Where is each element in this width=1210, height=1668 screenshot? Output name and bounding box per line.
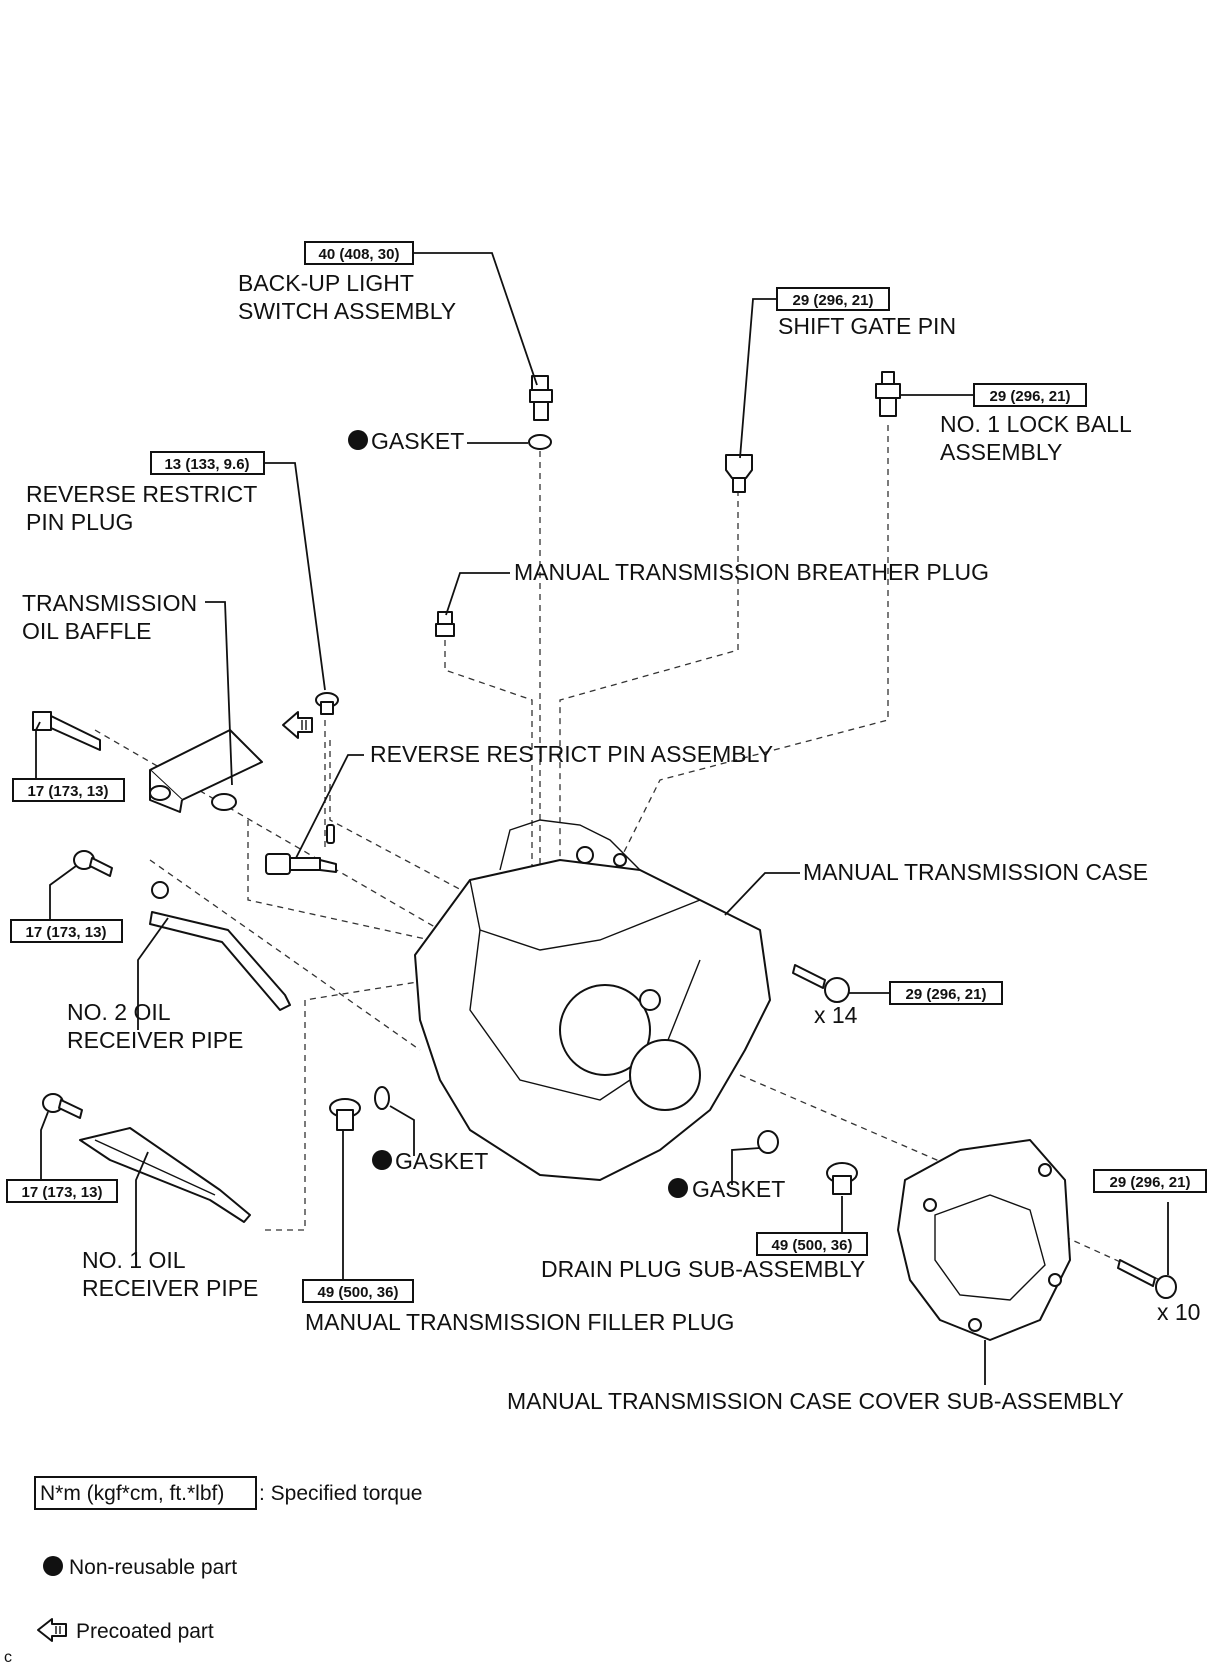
torque-drain-plug: 49 (500, 36): [756, 1232, 868, 1256]
torque-case-bolt: 29 (296, 21): [889, 981, 1003, 1005]
svg-text:17 (173, 13): 17 (173, 13): [28, 783, 109, 800]
drain-plug-part: [826, 1162, 858, 1195]
reverse-restrict-pin-assembly-part: [265, 824, 337, 875]
no1-pipe-bolt-part: [42, 1093, 83, 1119]
svg-text:29 (296, 21): 29 (296, 21): [906, 986, 987, 1003]
drain-gasket-part: [757, 1130, 779, 1154]
legend: N*m (kgf*cm, ft.*lbf) : Specified torque…: [34, 1476, 422, 1643]
transmission-case-part: [414, 819, 771, 1181]
oil-baffle-part: [149, 729, 263, 813]
no1-oil-receiver-pipe-part: [79, 1127, 251, 1223]
legend-precoated: Precoated part: [76, 1620, 214, 1643]
lock-ball-part: [875, 371, 901, 417]
legend-torque-desc: : Specified torque: [259, 1482, 422, 1505]
breather-plug-part: [435, 611, 455, 637]
svg-text:17 (173, 13): 17 (173, 13): [26, 924, 107, 941]
case-cover-part: [897, 1139, 1071, 1341]
torque-no2-pipe-bolt: 17 (173, 13): [10, 919, 123, 943]
filler-gasket-part: [374, 1086, 390, 1110]
torque-backup-light-switch: 40 (408, 30): [304, 241, 414, 265]
label-transmission-case: MANUAL TRANSMISSION CASE: [803, 859, 1148, 885]
label-gasket-backup: GASKET: [371, 428, 464, 454]
svg-text:29 (296, 21): 29 (296, 21): [990, 388, 1071, 405]
torque-no1-pipe-bolt: 17 (173, 13): [6, 1179, 118, 1203]
legend-torque-unit: N*m (kgf*cm, ft.*lbf): [40, 1482, 224, 1505]
label-gasket-drain: GASKET: [692, 1176, 785, 1202]
svg-text:29 (296, 21): 29 (296, 21): [1110, 1174, 1191, 1191]
torque-baffle-bolt: 17 (173, 13): [12, 778, 125, 802]
shift-gate-pin-part: [725, 454, 753, 493]
torque-filler-plug: 49 (500, 36): [302, 1279, 414, 1303]
svg-text:13 (133, 9.6): 13 (133, 9.6): [164, 456, 249, 473]
svg-text:17 (173, 13): 17 (173, 13): [22, 1184, 103, 1201]
torque-shift-gate-pin: 29 (296, 21): [776, 287, 890, 311]
cover-bolt-part: [1117, 1259, 1177, 1299]
legend-non-reusable: Non-reusable part: [69, 1556, 237, 1579]
label-gasket-filler: GASKET: [395, 1148, 488, 1174]
baffle-bolt-part: [32, 711, 101, 751]
label-case-cover: MANUAL TRANSMISSION CASE COVER SUB-ASSEM…: [507, 1388, 1124, 1414]
backup-light-switch-part: [528, 375, 553, 450]
label-shift-gate-pin: SHIFT GATE PIN: [778, 313, 956, 339]
no2-pipe-bolt-part: [73, 850, 113, 877]
label-breather-plug: MANUAL TRANSMISSION BREATHER PLUG: [514, 559, 989, 585]
svg-text:49 (500, 36): 49 (500, 36): [772, 1237, 853, 1254]
svg-text:29 (296, 21): 29 (296, 21): [793, 292, 874, 309]
leader-lines: [35, 252, 1169, 1385]
label-drain-plug: DRAIN PLUG SUB-ASSEMBLY: [541, 1256, 865, 1282]
torque-reverse-restrict-pin-plug: 13 (133, 9.6): [150, 451, 265, 475]
non-reusable-mark: [348, 430, 368, 450]
label-reverse-restrict-pin-assembly: REVERSE RESTRICT PIN ASSEMBLY: [370, 741, 773, 767]
non-reusable-mark: [668, 1178, 688, 1198]
svg-text:49 (500, 36): 49 (500, 36): [318, 1284, 399, 1301]
label-case-bolt-qty: x 14: [814, 1002, 858, 1028]
corner-mark: c: [4, 1649, 12, 1666]
svg-text:40 (408, 30): 40 (408, 30): [319, 246, 400, 263]
torque-lock-ball: 29 (296, 21): [973, 383, 1087, 407]
case-bolt-part: [792, 964, 850, 1003]
no2-oil-receiver-pipe-part: [149, 881, 291, 1011]
filler-plug-part: [329, 1098, 361, 1131]
legend-precoated-icon: [37, 1618, 67, 1642]
legend-non-reusable-icon: [43, 1556, 63, 1576]
torque-cover-bolt: 29 (296, 21): [1093, 1169, 1207, 1193]
precoated-arrow-icon: [282, 711, 313, 739]
label-filler-plug: MANUAL TRANSMISSION FILLER PLUG: [305, 1309, 734, 1335]
label-cover-bolt-qty: x 10: [1157, 1299, 1200, 1325]
reverse-restrict-pin-plug-part: [315, 692, 339, 715]
legend-torque-box: [34, 1476, 257, 1510]
non-reusable-mark: [372, 1150, 392, 1170]
assembly-lines: [94, 425, 1161, 1281]
